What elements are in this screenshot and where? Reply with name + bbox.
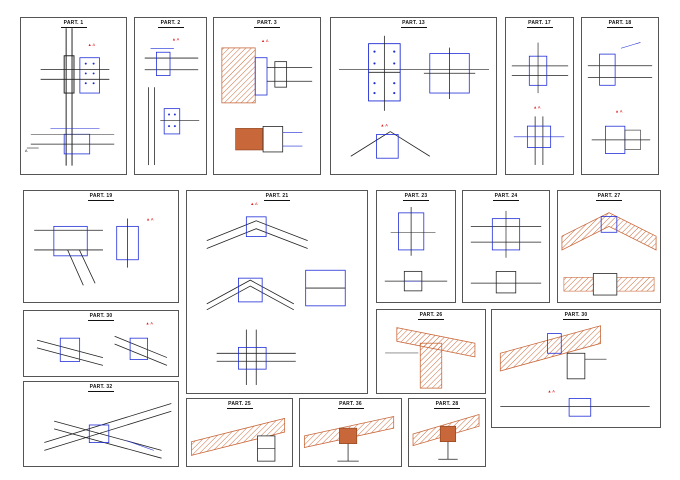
- sheet-part-24[interactable]: PART. 24: [462, 190, 550, 303]
- detail-drawing: ▲ A: [511, 42, 569, 165]
- svg-text:A: A: [25, 148, 28, 153]
- sheet-part-28[interactable]: PART. 28: [408, 398, 486, 467]
- sheet-part-17[interactable]: PART. 17 ▲ A: [505, 17, 574, 175]
- detail-drawing: ▲ A: [499, 325, 650, 417]
- sheet-part-23[interactable]: PART. 23: [376, 190, 456, 303]
- detail-drawing: [470, 210, 542, 294]
- detail-drawing: ▲ A: [221, 38, 313, 153]
- svg-text:▲ A: ▲ A: [547, 389, 555, 394]
- svg-text:▲ A: ▲ A: [146, 321, 154, 326]
- sheet-title: PART. 17: [506, 20, 573, 28]
- sheet-part-36[interactable]: PART. 36: [299, 398, 402, 467]
- sheet-title: PART. 24: [463, 193, 549, 201]
- sheet-title: PART. 28: [409, 401, 485, 409]
- sheet-title: PART. 13: [331, 20, 496, 28]
- sheet-title: PART. 19: [24, 193, 178, 201]
- sheet-part-25[interactable]: PART. 25: [186, 398, 293, 467]
- sheet-title: PART. 36: [300, 401, 401, 409]
- sheet-part-19[interactable]: PART. 19 ▲ A: [23, 190, 179, 303]
- detail-drawing: ▲ A: [206, 201, 346, 385]
- svg-text:▲ A: ▲ A: [146, 216, 154, 221]
- sheet-part-18[interactable]: PART. 18 ▲ A: [581, 17, 659, 175]
- svg-text:▲ A: ▲ A: [250, 201, 258, 206]
- sheet-title: PART. 27: [558, 193, 660, 201]
- detail-drawing: [191, 417, 286, 462]
- detail-drawing: [303, 415, 395, 462]
- sheet-title: PART. 21: [187, 193, 367, 201]
- sheet-part-30-roof[interactable]: PART. 30 ▲ A: [491, 309, 661, 428]
- detail-drawing: [412, 414, 480, 460]
- svg-text:▲ A: ▲ A: [261, 38, 269, 43]
- svg-text:▲ A: ▲ A: [533, 105, 541, 110]
- sheet-part-13[interactable]: PART. 13 ▲ A: [330, 17, 497, 175]
- sheet-title: PART. 3: [214, 20, 320, 28]
- detail-drawing: [384, 207, 448, 292]
- sheet-title: PART. 2: [135, 20, 206, 28]
- sheet-title: PART. 18: [582, 20, 658, 28]
- sheet-title: PART. 30: [24, 313, 178, 321]
- detail-drawing: [44, 403, 172, 459]
- detail-drawing: ▲ A: [338, 35, 490, 159]
- sheet-title: PART. 23: [377, 193, 455, 201]
- sheet-title: PART. 30: [492, 312, 660, 320]
- sheet-title: PART. 26: [377, 312, 485, 320]
- detail-drawing: [561, 212, 657, 296]
- sheet-part-26[interactable]: PART. 26: [376, 309, 486, 394]
- sheet-part-21[interactable]: PART. 21 ▲ A: [186, 190, 368, 394]
- sheet-title: PART. 32: [24, 384, 178, 392]
- detail-drawing: [385, 327, 476, 389]
- sheet-title: PART. 25: [187, 401, 292, 409]
- sheet-part-27[interactable]: PART. 27: [557, 190, 661, 303]
- sheet-part-30[interactable]: PART. 30 ▲ A: [23, 310, 179, 377]
- sheet-part-32[interactable]: PART. 32: [23, 381, 179, 467]
- detail-drawing: ▲ A: [34, 216, 154, 286]
- svg-text:▲ A: ▲ A: [88, 42, 96, 47]
- detail-drawing: ▲ A: [144, 37, 200, 166]
- sheet-part-3[interactable]: PART. 3 ▲ A: [213, 17, 321, 175]
- detail-drawing: ▲ A: [36, 321, 168, 366]
- svg-text:▲ A: ▲ A: [380, 123, 388, 128]
- svg-text:▲ A: ▲ A: [172, 37, 180, 42]
- sheet-part-2[interactable]: PART. 2 ▲ A: [134, 17, 207, 175]
- detail-drawing: ▲ A A: [25, 28, 115, 166]
- sheet-title: PART. 1: [21, 20, 126, 28]
- detail-drawing: ▲ A: [587, 42, 653, 154]
- sheet-part-1[interactable]: PART. 1 ▲ A A: [20, 17, 127, 175]
- svg-text:▲ A: ▲ A: [615, 109, 623, 114]
